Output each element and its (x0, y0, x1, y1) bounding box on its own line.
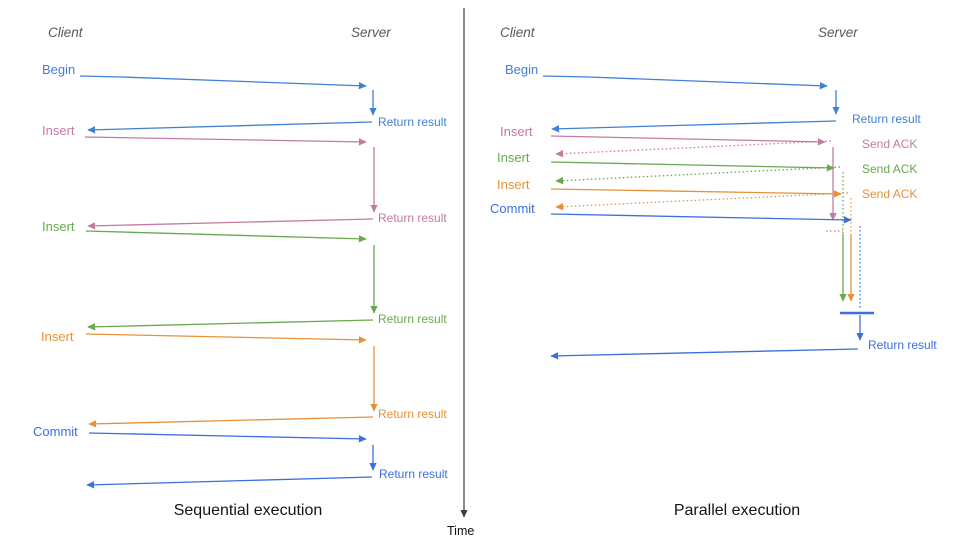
par-begin-return-label: Return result (852, 112, 921, 126)
seq-client-header: Client (48, 25, 83, 40)
par-insert3-flow (550, 188, 855, 302)
par-insert1-flow (550, 135, 843, 232)
seq-insert1-label: Insert (42, 123, 75, 138)
par-commit-label: Commit (490, 201, 535, 216)
seq-insert3-return-label: Return result (378, 407, 447, 421)
seq-insert1-return-label: Return result (378, 211, 447, 225)
seq-begin-return-label: Return result (378, 115, 447, 129)
par-insert3-label: Insert (497, 177, 530, 192)
par-server-header: Server (818, 25, 858, 40)
par-panel-title: Parallel execution (673, 502, 801, 519)
seq-insert2-label: Insert (42, 219, 75, 234)
par-insert2-flow (550, 161, 847, 302)
seq-insert2-request-arrow (85, 230, 367, 243)
seq-insert3-return-arrow (88, 416, 374, 428)
par-insert1-request-arrow (550, 135, 826, 146)
seq-commit-return-arrow (86, 476, 373, 489)
par-insert2-request-arrow (550, 161, 835, 172)
par-insert1-label: Insert (500, 124, 533, 139)
seq-insert1-request-arrow (84, 136, 367, 146)
par-begin-request-arrow (542, 75, 828, 90)
seq-insert3-label: Insert (41, 329, 74, 344)
seq-begin-return-arrow (87, 121, 373, 134)
par-insert3-ack-arrow (555, 192, 849, 211)
seq-server-header: Server (351, 25, 391, 40)
par-commit-return-label: Return result (868, 338, 937, 352)
par-commit-request-arrow (550, 213, 852, 224)
par-insert1-ack-arrow (555, 140, 832, 158)
seq-insert2-return-arrow (87, 319, 374, 331)
par-begin-return-arrow (551, 120, 837, 133)
seq-insert3-flow (85, 333, 378, 428)
seq-commit-request-arrow (88, 432, 367, 443)
par-commit-return-arrow (550, 348, 859, 360)
seq-insert1-flow (84, 136, 378, 230)
par-insert2-ack-arrow (555, 166, 841, 185)
seq-insert2-flow (85, 230, 378, 331)
seq-panel-title: Sequential execution (173, 502, 323, 519)
seq-commit-flow (86, 432, 377, 489)
par-insert3-ack-label: Send ACK (862, 187, 918, 201)
par-commit-flow (550, 213, 874, 360)
time-axis-label: Time (447, 524, 475, 538)
seq-insert3-request-arrow (85, 333, 367, 344)
seq-insert1-return-arrow (87, 218, 374, 230)
seq-commit-label: Commit (33, 424, 78, 439)
par-begin-label: Begin (505, 62, 539, 77)
par-client-header: Client (500, 25, 535, 40)
seq-begin-label: Begin (42, 62, 76, 77)
seq-insert2-return-label: Return result (378, 312, 447, 326)
par-insert3-request-arrow (550, 188, 842, 198)
par-insert2-ack-label: Send ACK (862, 162, 918, 176)
par-insert2-label: Insert (497, 150, 530, 165)
par-begin-flow (542, 75, 840, 133)
seq-begin-request-arrow (79, 75, 367, 90)
par-insert1-ack-label: Send ACK (862, 137, 918, 151)
seq-begin-flow (79, 75, 377, 134)
seq-commit-return-label: Return result (379, 467, 448, 481)
